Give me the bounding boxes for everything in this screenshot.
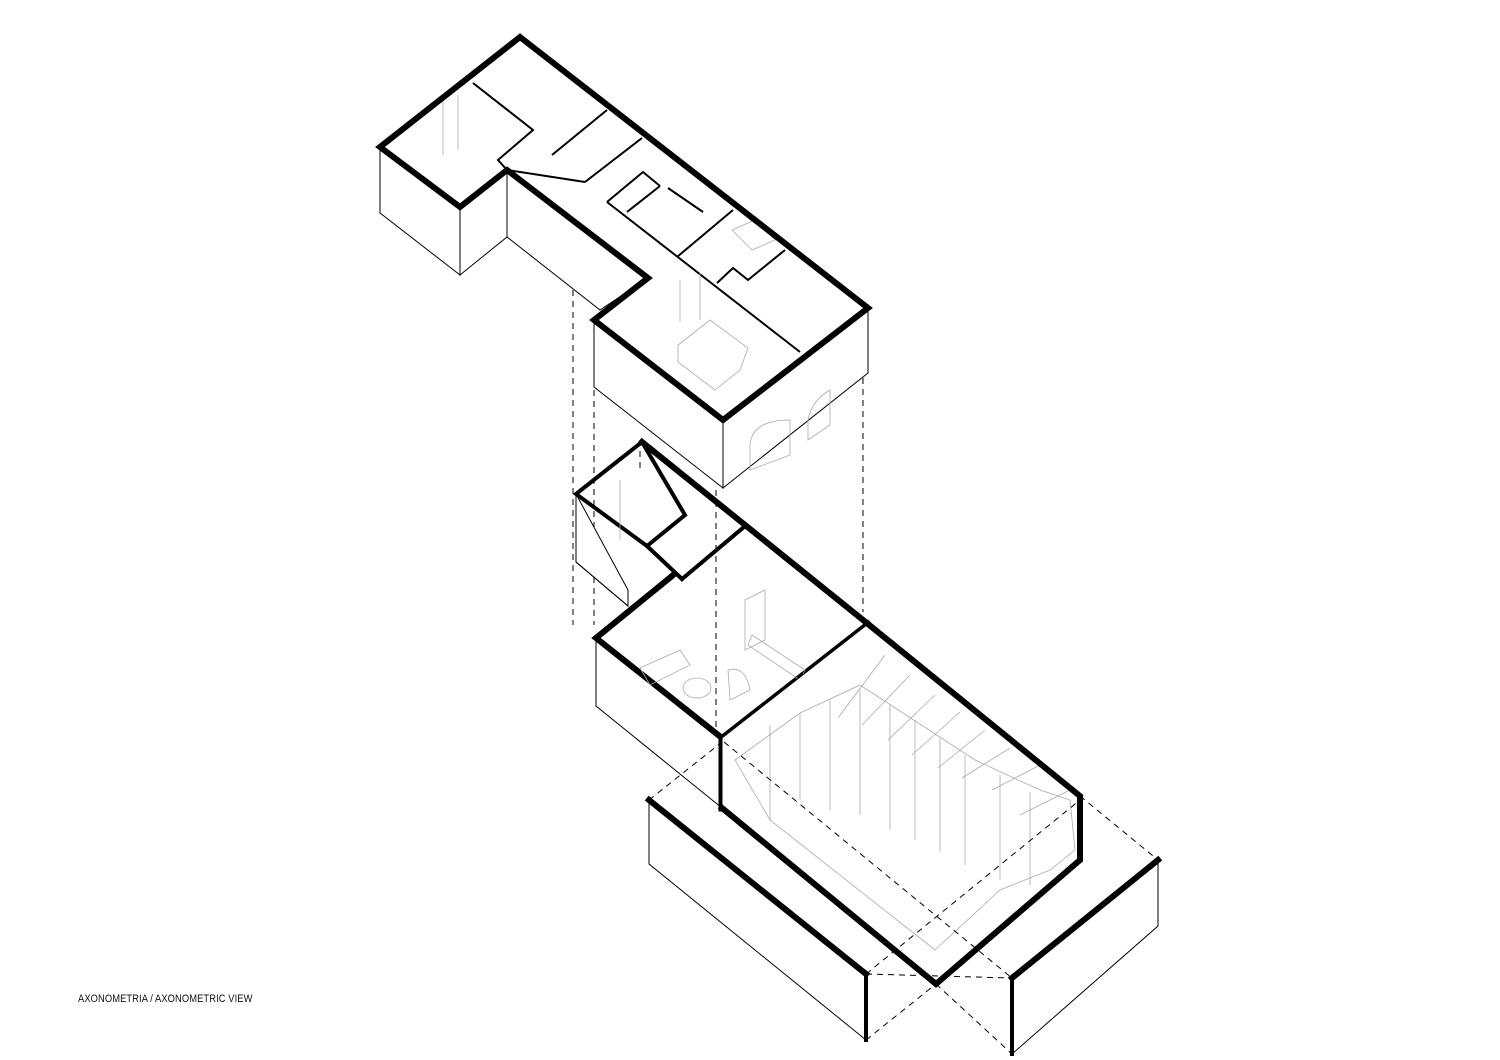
- drawing-caption: AXONOMETRIA / AXONOMETRIC VIEW: [78, 993, 253, 1005]
- upper-floor: [375, 33, 873, 490]
- lower-floor: [572, 437, 1083, 988]
- detached-walls: [644, 795, 1163, 1056]
- footprint-dashed: [648, 741, 1159, 1055]
- glazed-frames: [769, 654, 1071, 885]
